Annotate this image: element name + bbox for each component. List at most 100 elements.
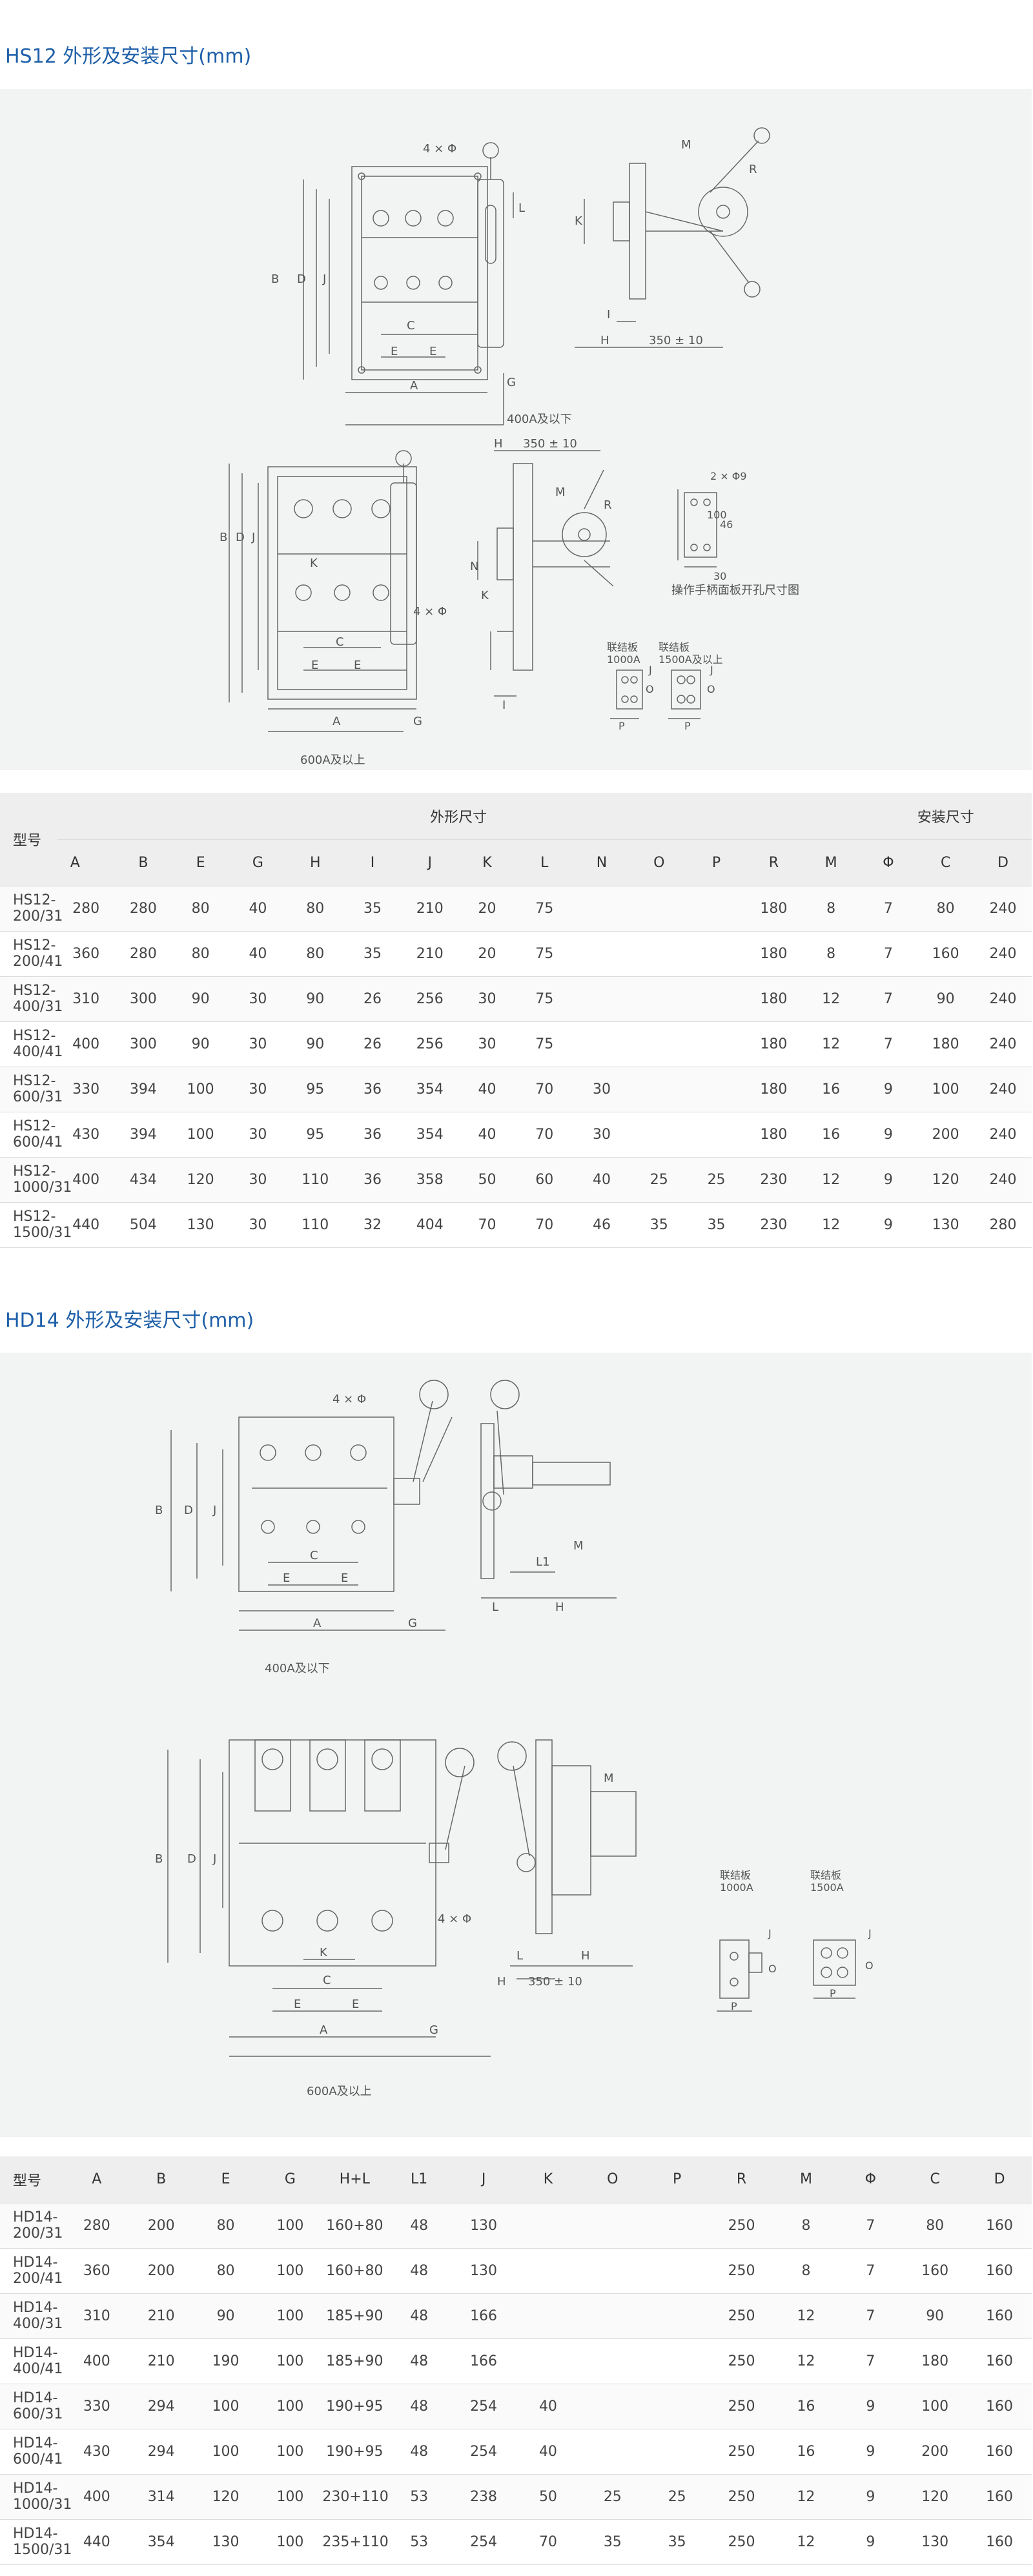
value-cell: 53	[387, 2474, 452, 2520]
value-cell: 75	[515, 976, 573, 1022]
value-cell: 256	[401, 1021, 459, 1067]
value-cell: 250	[709, 2474, 774, 2520]
value-cell: 250	[709, 2338, 774, 2384]
hd14-model-header: 型号	[0, 2156, 65, 2203]
value-cell: 200	[903, 2429, 968, 2475]
value-cell: 160	[967, 2248, 1032, 2294]
value-cell	[688, 931, 745, 977]
value-cell: 440	[57, 1202, 115, 1248]
value-cell: 314	[128, 2474, 194, 2520]
hd14-caption-small: 400A及以下	[265, 1662, 330, 1675]
value-cell: 358	[401, 1157, 459, 1203]
model-cell: HD14-200/31	[0, 2203, 65, 2249]
value-cell: 9	[859, 1202, 917, 1248]
svg-text:B: B	[220, 531, 227, 544]
svg-text:2 × Φ9: 2 × Φ9	[710, 470, 747, 482]
value-cell: 48	[387, 2248, 452, 2294]
value-cell: 16	[773, 2429, 839, 2475]
value-cell: 160	[967, 2293, 1032, 2339]
svg-text:D: D	[297, 272, 306, 286]
value-cell: 110	[286, 1157, 344, 1203]
value-cell: 70	[515, 1112, 573, 1158]
hd14-col-header: L1	[387, 2156, 452, 2203]
value-cell: 130	[451, 2248, 516, 2294]
value-cell	[630, 1021, 688, 1067]
model-cell: HD14-600/31	[0, 2384, 65, 2429]
svg-text:M: M	[573, 1539, 584, 1553]
value-cell: 430	[57, 1112, 115, 1158]
value-cell: 8	[773, 2203, 839, 2249]
value-cell: 100	[258, 2248, 323, 2294]
svg-text:K: K	[575, 214, 583, 228]
value-cell: 240	[974, 1112, 1032, 1158]
value-cell	[688, 976, 745, 1022]
svg-text:P: P	[830, 1987, 836, 1999]
value-cell: 90	[903, 2293, 968, 2339]
svg-text:O: O	[707, 683, 715, 695]
value-cell: 8	[802, 886, 860, 932]
value-cell	[580, 2384, 645, 2429]
value-cell: 120	[903, 2474, 968, 2520]
svg-text:L1: L1	[536, 1555, 549, 1569]
hd14-col-header: Φ	[838, 2156, 903, 2203]
value-cell: 9	[838, 2474, 903, 2520]
model-cell: HS12-1000/31	[0, 1157, 72, 1203]
value-cell: 53	[387, 2519, 452, 2565]
svg-text:E: E	[354, 659, 361, 672]
value-cell: 240	[974, 931, 1032, 977]
value-cell: 160	[967, 2474, 1032, 2520]
value-cell: 354	[401, 1067, 459, 1112]
value-cell: 120	[917, 1157, 975, 1203]
value-cell	[644, 2384, 710, 2429]
value-cell: 30	[229, 1202, 287, 1248]
svg-text:D: D	[187, 1852, 196, 1866]
model-cell: HS12-200/41	[0, 931, 63, 977]
value-cell	[516, 2293, 580, 2339]
svg-text:B: B	[155, 1504, 163, 1517]
value-cell: 230	[744, 1157, 803, 1203]
value-cell	[580, 2338, 645, 2384]
value-cell	[688, 886, 745, 932]
svg-text:P: P	[684, 720, 691, 732]
value-cell: 50	[458, 1157, 516, 1203]
value-cell: 280	[974, 1202, 1032, 1248]
hs12-col-header: A	[57, 839, 115, 886]
value-cell: 12	[802, 1157, 860, 1203]
value-cell: 40	[458, 1112, 516, 1158]
value-cell: 185+90	[322, 2293, 387, 2339]
value-cell: 250	[709, 2293, 774, 2339]
hs12-caption-small: 400A及以下	[507, 413, 572, 426]
value-cell: 110	[286, 1202, 344, 1248]
value-cell: 30	[573, 1067, 631, 1112]
svg-text:J: J	[251, 531, 255, 544]
svg-text:100: 100	[707, 509, 727, 521]
value-cell: 394	[114, 1067, 172, 1112]
hs12-install-group-header: 安装尺寸	[859, 793, 1032, 840]
svg-text:O: O	[646, 683, 654, 695]
svg-text:E: E	[352, 1998, 359, 2011]
value-cell: 210	[401, 886, 459, 932]
hs12-col-header: N	[573, 839, 631, 886]
value-cell: 430	[64, 2429, 129, 2475]
value-cell	[644, 2429, 710, 2475]
svg-text:350 ± 10: 350 ± 10	[649, 334, 703, 347]
hs12-col-header: J	[401, 839, 459, 886]
value-cell: 25	[688, 1157, 745, 1203]
value-cell: 9	[838, 2429, 903, 2475]
svg-text:G: G	[507, 376, 516, 389]
svg-text:D: D	[184, 1504, 193, 1517]
value-cell: 7	[859, 976, 917, 1022]
svg-text:4 × Φ: 4 × Φ	[413, 605, 447, 618]
value-cell: 240	[974, 886, 1032, 932]
value-cell: 200	[128, 2203, 194, 2249]
value-cell: 250	[709, 2384, 774, 2429]
value-cell: 238	[451, 2474, 516, 2520]
value-cell: 30	[229, 1157, 287, 1203]
value-cell: 300	[114, 1021, 172, 1067]
value-cell	[516, 2338, 580, 2384]
value-cell	[688, 1021, 745, 1067]
